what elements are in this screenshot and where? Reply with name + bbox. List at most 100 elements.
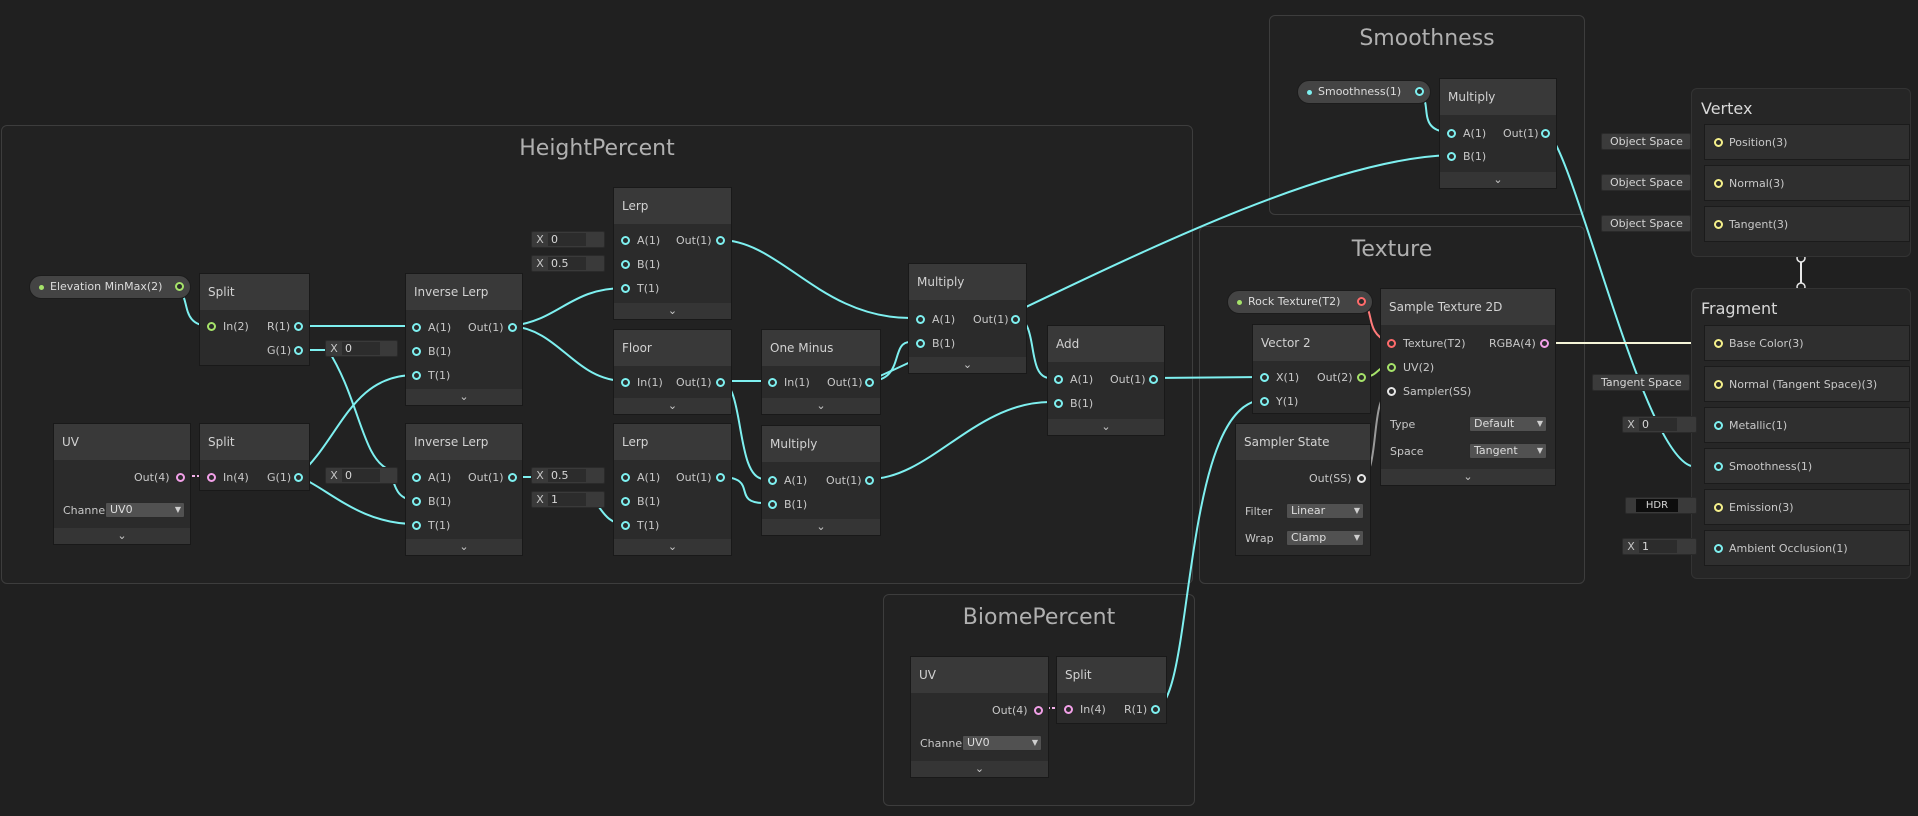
collapse-chevron-icon[interactable]: ⌄ <box>911 761 1048 777</box>
multiply-b-port[interactable] <box>768 500 777 509</box>
filter-select[interactable]: Linear▼ <box>1286 503 1364 519</box>
split-g-port[interactable] <box>294 346 303 355</box>
split-r-port[interactable] <box>1151 705 1160 714</box>
sampler-state-node[interactable]: Sampler State Out(SS) Filter Linear▼ Wra… <box>1235 423 1371 556</box>
multiply-a-port[interactable] <box>916 315 925 324</box>
lerp-a-port[interactable] <box>621 473 630 482</box>
collapse-chevron-icon[interactable]: ⌄ <box>762 519 880 535</box>
base-color-port[interactable] <box>1714 339 1723 348</box>
split-node[interactable]: Split In(4) R(1) <box>1056 656 1167 724</box>
collapse-chevron-icon[interactable]: ⌄ <box>1440 172 1556 188</box>
uv-node[interactable]: UV Out(4) Channe UV0▼ ⌄ <box>910 656 1049 778</box>
lerp-b-port[interactable] <box>621 260 630 269</box>
rock-texture-output-port[interactable] <box>1357 297 1366 306</box>
split-node[interactable]: Split In(2) R(1) G(1) <box>199 273 310 366</box>
split-node[interactable]: Split In(4) G(1) <box>199 423 310 491</box>
lerp-out-port[interactable] <box>716 473 725 482</box>
multiply-b-port[interactable] <box>916 339 925 348</box>
vector2-x-port[interactable] <box>1260 373 1269 382</box>
floor-out-port[interactable] <box>716 378 725 387</box>
multiply-a-port[interactable] <box>768 476 777 485</box>
collapse-chevron-icon[interactable]: ⌄ <box>614 303 731 319</box>
split-in-port[interactable] <box>1064 705 1073 714</box>
metallic-input-slot[interactable]: Metallic(1) <box>1704 407 1910 443</box>
split-g-port[interactable] <box>294 473 303 482</box>
inverse-lerp-out-port[interactable] <box>508 473 517 482</box>
smoothness-output-port[interactable] <box>1415 87 1424 96</box>
inverse-lerp-a-port[interactable] <box>412 323 421 332</box>
floor-node[interactable]: Floor In(1) Out(1) ⌄ <box>613 329 732 415</box>
channel-select[interactable]: UV0▼ <box>962 735 1042 751</box>
emission-port[interactable] <box>1714 503 1723 512</box>
collapse-chevron-icon[interactable]: ⌄ <box>1048 419 1164 435</box>
lerp-node[interactable]: Lerp A(1) B(1) T(1) Out(1) ⌄ <box>613 423 732 556</box>
channel-select[interactable]: UV0▼ <box>105 502 185 518</box>
object-space-tag[interactable]: Object Space <box>1601 174 1691 191</box>
object-space-tag[interactable]: Object Space <box>1601 215 1691 232</box>
normal-port[interactable] <box>1714 179 1723 188</box>
texture-input-port[interactable] <box>1387 339 1396 348</box>
collapse-chevron-icon[interactable]: ⌄ <box>406 539 522 555</box>
inverse-lerp-t-port[interactable] <box>412 521 421 530</box>
normal-tangent-input-slot[interactable]: Normal (Tangent Space)(3) <box>1704 366 1910 402</box>
type-select[interactable]: Default▼ <box>1469 416 1547 432</box>
multiply-out-port[interactable] <box>1011 315 1020 324</box>
uv-out-port[interactable] <box>176 473 185 482</box>
smoothness-property[interactable]: Smoothness(1) <box>1297 80 1431 104</box>
collapse-chevron-icon[interactable]: ⌄ <box>406 389 522 405</box>
uv-node[interactable]: UV Out(4) Channe UV0▼ ⌄ <box>53 423 191 545</box>
lerp-t-port[interactable] <box>621 284 630 293</box>
inverse-lerp-out-port[interactable] <box>508 323 517 332</box>
collapse-chevron-icon[interactable]: ⌄ <box>909 357 1026 373</box>
rock-texture-property[interactable]: Rock Texture(T2) <box>1227 290 1373 314</box>
add-out-port[interactable] <box>1149 375 1158 384</box>
sample-texture-2d-node[interactable]: Sample Texture 2D Texture(T2) UV(2) Samp… <box>1380 288 1556 486</box>
emission-hdr-field[interactable]: HDR <box>1625 497 1697 514</box>
multiply-node[interactable]: Multiply A(1) B(1) Out(1) ⌄ <box>908 263 1027 374</box>
collapse-chevron-icon[interactable]: ⌄ <box>54 528 190 544</box>
wrap-select[interactable]: Clamp▼ <box>1286 530 1364 546</box>
base-color-input-slot[interactable]: Base Color(3) <box>1704 325 1910 361</box>
smoothness-input-slot[interactable]: Smoothness(1) <box>1704 448 1910 484</box>
position-port[interactable] <box>1714 138 1723 147</box>
lerp-b-port[interactable] <box>621 497 630 506</box>
multiply-out-port[interactable] <box>1541 129 1550 138</box>
inverse-lerp-node[interactable]: Inverse Lerp A(1) B(1) T(1) Out(1) ⌄ <box>405 273 523 406</box>
multiply-a-port[interactable] <box>1447 129 1456 138</box>
normal-input-slot[interactable]: Normal(3) <box>1704 165 1910 201</box>
vector2-out-port[interactable] <box>1357 373 1366 382</box>
multiply-out-port[interactable] <box>865 476 874 485</box>
add-b-port[interactable] <box>1054 399 1063 408</box>
vector2-node[interactable]: Vector 2 X(1) Y(1) Out(2) <box>1252 324 1371 414</box>
metallic-port[interactable] <box>1714 421 1723 430</box>
one-minus-out-port[interactable] <box>865 378 874 387</box>
ambient-occlusion-input-slot[interactable]: Ambient Occlusion(1) <box>1704 530 1910 566</box>
one-minus-in-port[interactable] <box>768 378 777 387</box>
inverse-lerp-t-port[interactable] <box>412 371 421 380</box>
multiply-node[interactable]: Multiply A(1) B(1) Out(1) ⌄ <box>1439 78 1557 189</box>
smoothness-port[interactable] <box>1714 462 1723 471</box>
lerp-out-port[interactable] <box>716 236 725 245</box>
inverse-lerp-b-port[interactable] <box>412 497 421 506</box>
multiply-node[interactable]: Multiply A(1) B(1) Out(1) ⌄ <box>761 425 881 536</box>
one-minus-node[interactable]: One Minus In(1) Out(1) ⌄ <box>761 329 881 415</box>
vector2-y-port[interactable] <box>1260 397 1269 406</box>
split-in-port[interactable] <box>207 473 216 482</box>
lerp-a-port[interactable] <box>621 236 630 245</box>
multiply-b-port[interactable] <box>1447 152 1456 161</box>
split-r-port[interactable] <box>294 322 303 331</box>
rgba-output-port[interactable] <box>1540 339 1549 348</box>
tangent-port[interactable] <box>1714 220 1723 229</box>
floor-in-port[interactable] <box>621 378 630 387</box>
lerp-node[interactable]: Lerp A(1) B(1) T(1) Out(1) ⌄ <box>613 187 732 320</box>
inverse-lerp-node[interactable]: Inverse Lerp A(1) B(1) T(1) Out(1) ⌄ <box>405 423 523 556</box>
collapse-chevron-icon[interactable]: ⌄ <box>614 398 731 414</box>
collapse-chevron-icon[interactable]: ⌄ <box>1381 469 1555 485</box>
